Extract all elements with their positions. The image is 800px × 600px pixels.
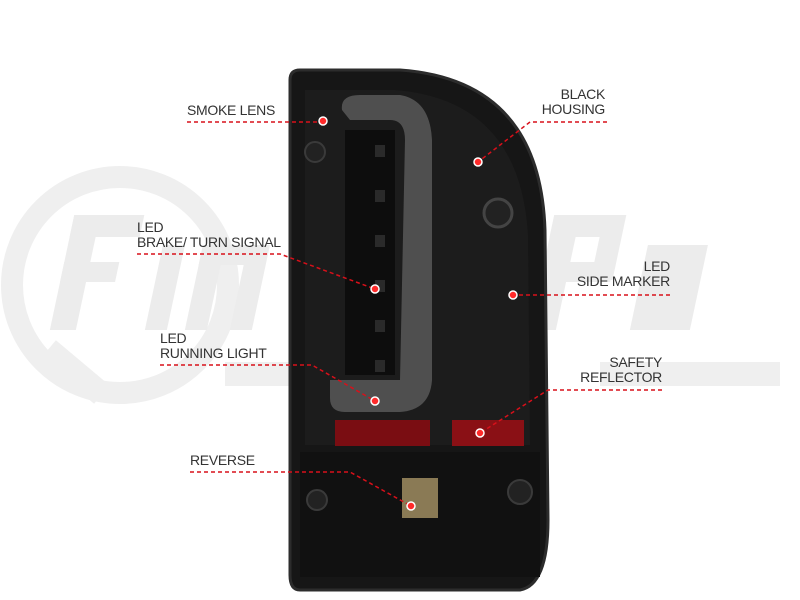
label-reverse: REVERSE [190, 452, 255, 468]
watermark-logo [1, 166, 780, 404]
callout-dot-black-housing [473, 157, 483, 167]
callout-dot-safety-reflector [475, 428, 485, 438]
callout-dot-side-marker [508, 290, 518, 300]
callout-dot-reverse [406, 501, 416, 511]
callout-dot-brake-turn [370, 284, 380, 294]
callout-leaders [137, 121, 670, 507]
tail-light [288, 68, 550, 592]
label-smoke-lens: SMOKE LENS [187, 102, 276, 118]
callout-dot-running-light [370, 396, 380, 406]
callout-dot-smoke-lens [318, 116, 328, 126]
callout-dots [318, 116, 518, 511]
